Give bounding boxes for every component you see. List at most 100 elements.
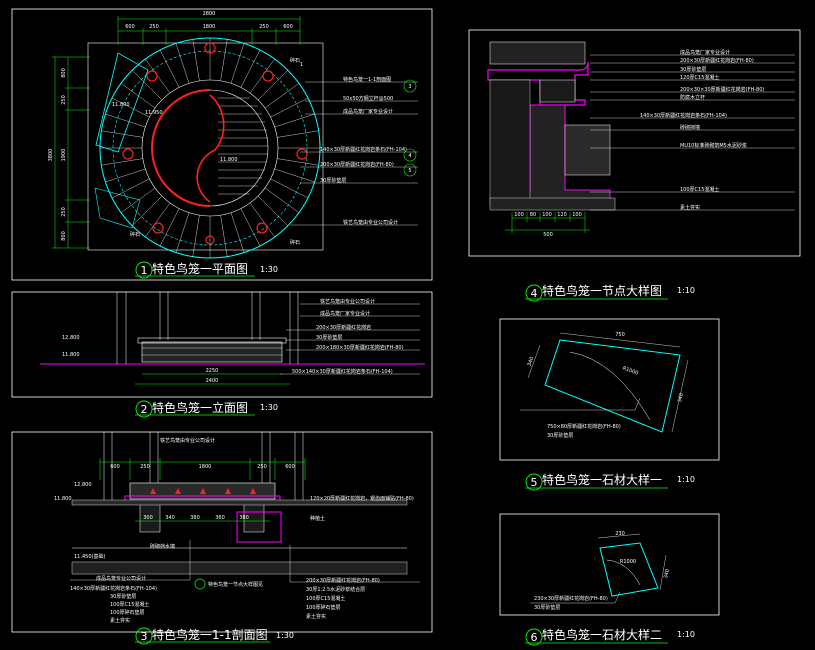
drawing-4-scale: 1:10	[677, 286, 695, 295]
plan-radial-joints	[100, 38, 320, 258]
plan-stone-slab	[95, 52, 149, 153]
elevation-frame	[11, 291, 433, 398]
plan-joint-line	[220, 39, 228, 81]
stone2-label-2: 30厚砂垫层	[534, 604, 560, 611]
drawing-5-number: 5	[531, 476, 538, 489]
plan-joint-line	[159, 208, 180, 247]
plan-joint-line	[120, 83, 156, 109]
section-level-3: 11.450(基础)	[74, 553, 105, 560]
node-dim-lines	[505, 212, 590, 233]
drawing-5-title: 特色鸟笼一石材大样一	[542, 472, 662, 487]
elevation-label-3: 200×30厚新疆红花岗岩	[316, 324, 371, 331]
node-label-6: 防腐木立杆	[680, 94, 705, 101]
plan-joint-line	[270, 97, 309, 118]
node-label-8: 砖砌挡墙	[680, 124, 700, 131]
node-bed	[539, 79, 576, 103]
node-dim-5: 100	[572, 212, 582, 218]
plan-post-circles	[122, 42, 308, 245]
section-mid-label: 砖砌挡水墙	[150, 543, 175, 550]
plan-callout-3: 3	[408, 84, 411, 90]
stone1-dim-lines	[520, 332, 689, 433]
plan-joint-line	[220, 215, 228, 257]
plan-dim-5: 600	[283, 24, 293, 30]
section-view: 600 250 1800 250 600 铁艺鸟笼由专业公司设计 300 340…	[11, 431, 433, 645]
drawing-3-number: 3	[141, 630, 148, 643]
stone2-frame	[499, 513, 720, 616]
elevation-dim-lines	[135, 373, 290, 385]
plan-joint-line	[249, 58, 275, 94]
section-frame	[11, 431, 433, 633]
drawing-1-title: 特色鸟笼一平面图	[152, 261, 248, 276]
drawing-3-title: 特色鸟笼一1-1剖面图	[152, 627, 268, 642]
plan-dim-left-4: 250	[61, 207, 67, 217]
plan-callout-4: 4	[408, 153, 411, 159]
elevation-label-4: 30厚砂垫层	[316, 334, 342, 341]
elevation-dim-1: 2250	[206, 368, 219, 374]
node-detail-view: 成品鸟笼厂家专业设计 200×30厚新疆红花岗岩(FH-80) 30厚砂垫层 1…	[468, 29, 801, 302]
stone2-dim-top: 230	[615, 531, 625, 537]
section-dim-b2: 340	[165, 515, 175, 521]
section-dim-1: 600	[110, 464, 120, 470]
drawing-1-scale: 1:30	[260, 265, 278, 274]
node-frame	[468, 29, 801, 257]
node-label-1: 成品鸟笼厂家专业设计	[680, 49, 730, 56]
title-circle-6	[525, 628, 543, 646]
drawing-6-number: 6	[531, 631, 538, 644]
plan-label-4: 140×30厚新疆红花岗岩条石(FH-104)	[320, 146, 407, 153]
stone1-outline	[544, 339, 681, 433]
section-bl-6: 素土夯实	[110, 617, 130, 624]
title-circle-3	[135, 627, 153, 645]
plan-joint-line	[120, 187, 156, 213]
node-soil	[489, 79, 531, 206]
section-br-5: 素土夯实	[306, 613, 326, 620]
node-paving-block	[564, 124, 611, 176]
plan-joint-line	[111, 97, 150, 118]
section-dim-lines	[99, 458, 306, 480]
drawing-2-title: 特色鸟笼一立面图	[152, 400, 248, 415]
plan-joint-line	[270, 178, 309, 199]
elevation-label-1: 铁艺鸟笼由专业公司设计	[320, 298, 375, 305]
plan-joint-line	[132, 195, 163, 226]
plan-label-1: 特色鸟笼一1-1剖面图	[343, 76, 391, 83]
section-dim-b1: 300	[143, 515, 153, 521]
node-dim-3: 100	[542, 212, 552, 218]
stone2-outline	[599, 542, 659, 597]
plan-callout-5: 5	[408, 168, 411, 174]
plan-joint-line	[264, 187, 300, 213]
plan-dim-total: 2800	[203, 11, 216, 17]
plan-dim-2: 250	[149, 24, 159, 30]
plan-joint-line	[249, 202, 275, 238]
elevation-label-2: 成品鸟笼厂家专业设计	[320, 310, 370, 317]
plan-label-5: 200×30厚新疆红花岗岩(FH-80)	[320, 161, 394, 168]
section-bl-2: 140×30厚新疆红花岗岩条石(FH-104)	[70, 585, 157, 592]
section-br-4: 100厚碎石垫层	[306, 604, 341, 611]
section-bl-1: 成品鸟笼专业公司设计	[96, 575, 146, 582]
drawing-6-title: 特色鸟笼一石材大样二	[542, 627, 662, 642]
stone2-label-1: 230×30厚新疆红花岗岩(FH-80)	[534, 595, 608, 602]
plan-joint-line	[105, 168, 146, 183]
node-dim-total: 500	[543, 232, 553, 238]
section-level-1: 12.800	[74, 482, 92, 488]
plan-dim-left-3: 1900	[61, 149, 67, 162]
plan-red-arc-left	[151, 89, 211, 207]
section-bl-4: 100厚C15混凝土	[110, 601, 149, 608]
stone1-arc-label: R1000	[622, 365, 639, 376]
plan-joint-line	[230, 212, 245, 253]
section-dim-3: 1800	[199, 464, 212, 470]
plan-joint-line	[175, 212, 190, 253]
plan-joint-line	[257, 70, 288, 101]
section-detail-box	[236, 511, 282, 543]
stone1-label-1: 750×80厚新疆红花岗岩(FH-80)	[547, 423, 621, 430]
node-label-5: 200×30×30厚新疆红花岗岩(FH-80)	[680, 86, 764, 93]
section-leaders	[70, 540, 420, 583]
section-bl-3: 30厚砂垫层	[110, 593, 136, 600]
plan-joint-line	[277, 130, 319, 138]
plan-joint-line	[230, 43, 245, 84]
stone1-dim-left: 340	[527, 356, 536, 367]
plan-joint-line	[274, 113, 315, 128]
title-circle-1	[135, 261, 153, 279]
plan-joint-line	[105, 113, 146, 128]
section-paving	[71, 499, 408, 506]
